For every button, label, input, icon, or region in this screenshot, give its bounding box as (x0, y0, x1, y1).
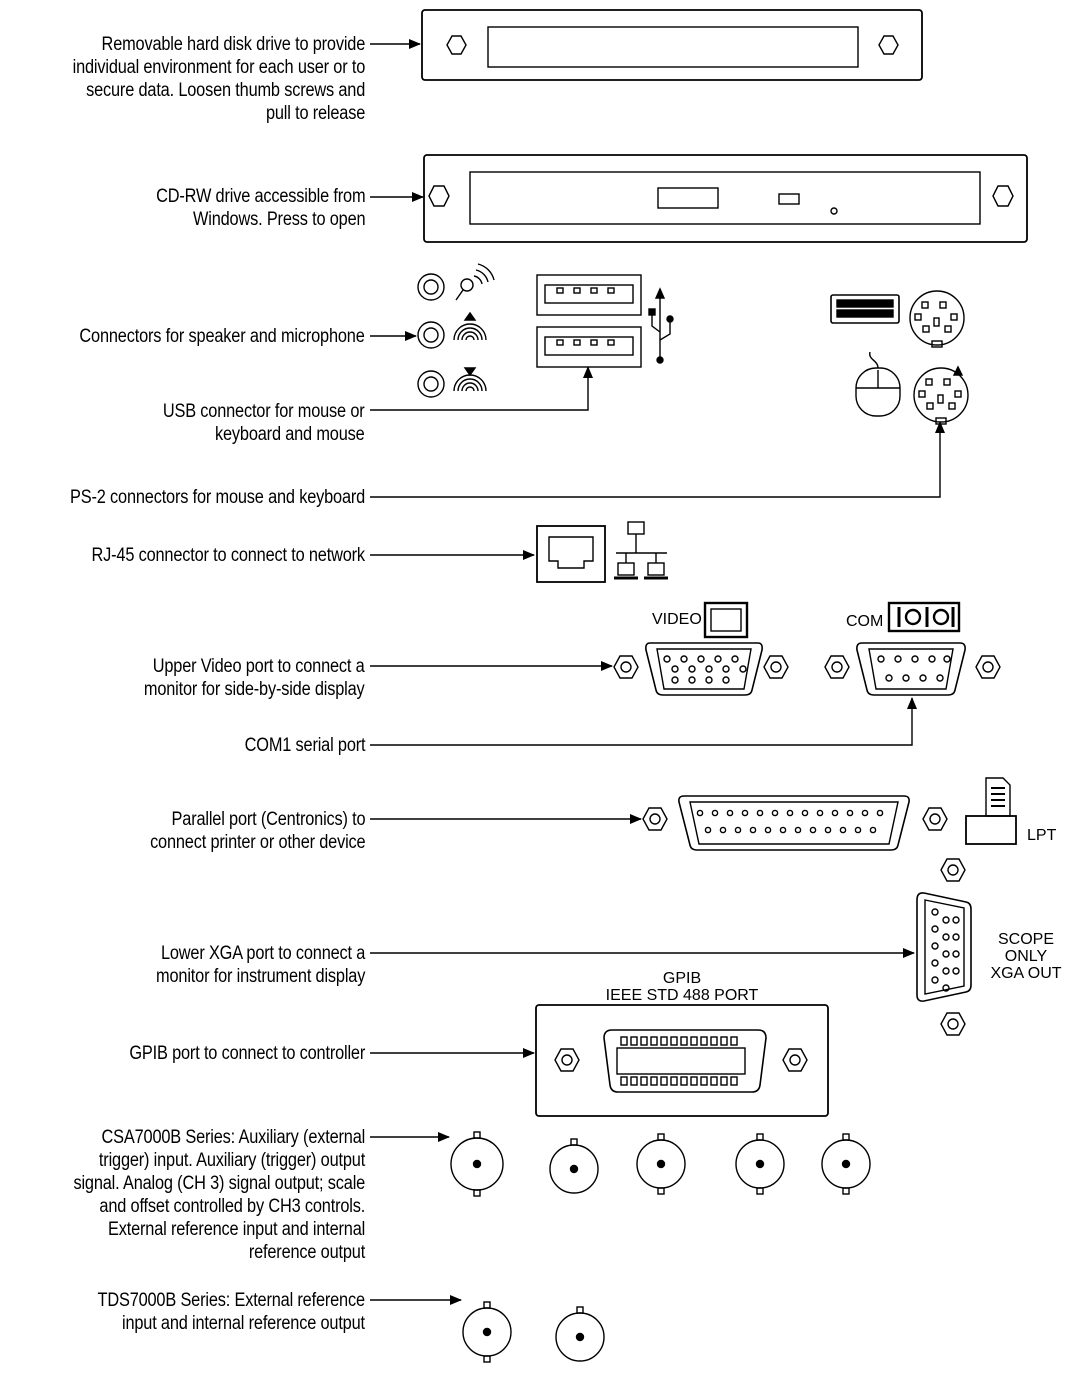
com-label: COM (846, 613, 884, 630)
lpt-label: LPT (1027, 827, 1057, 844)
bnc-connector[interactable] (735, 1133, 785, 1195)
callout-com1: COM1 serial port (244, 735, 365, 756)
xga-port[interactable] (916, 858, 972, 1036)
speaker-icon (453, 311, 487, 392)
cd-rw-drive[interactable] (423, 154, 1028, 243)
bnc-connector[interactable] (549, 1138, 599, 1194)
bnc-connector[interactable] (636, 1133, 686, 1195)
leader-lines (370, 39, 945, 1305)
printer-icon (965, 777, 1017, 845)
callout-audio: Connectors for speaker and microphone (79, 326, 365, 347)
microphone-icon (455, 263, 495, 301)
com1-port[interactable] (824, 642, 1001, 696)
audio-jacks[interactable] (417, 273, 445, 398)
keyboard-icon (830, 294, 900, 324)
bnc-connector[interactable] (821, 1133, 871, 1195)
parallel-port[interactable] (642, 795, 948, 851)
callout-gpib: GPIB port to connect to controller (129, 1043, 365, 1064)
gpib-port[interactable] (535, 1004, 829, 1117)
bnc-connector[interactable] (462, 1301, 512, 1363)
bnc-connector[interactable] (450, 1131, 504, 1197)
mouse-icon (855, 351, 901, 417)
usb-icon (648, 287, 674, 364)
video-port[interactable] (613, 642, 789, 696)
callout-rj45: RJ-45 connector to connect to network (91, 545, 366, 566)
rj45-port[interactable] (536, 525, 606, 583)
hard-disk-drive[interactable] (421, 9, 923, 81)
serial-icon (887, 601, 961, 633)
video-label: VIDEO (652, 611, 702, 628)
bnc-connector[interactable] (555, 1306, 605, 1362)
ps2-keyboard-port[interactable] (909, 290, 965, 348)
monitor-icon (703, 601, 749, 639)
usb-ports[interactable] (536, 274, 642, 368)
callout-ps2: PS-2 connectors for mouse and keyboard (69, 487, 365, 508)
network-icon (614, 521, 668, 580)
ps2-mouse-port[interactable] (913, 365, 969, 425)
